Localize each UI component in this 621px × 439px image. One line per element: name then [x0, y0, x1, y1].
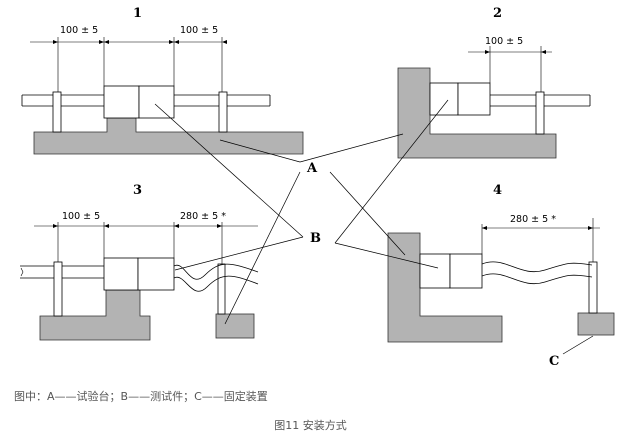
panel-1-number: 1 [133, 6, 142, 21]
label-b: B [310, 231, 321, 246]
panel-2-dim-right: 100 ± 5 [485, 36, 523, 47]
panel-4-dim-right: 280 ± 5 * [510, 214, 556, 225]
legend-caption: 图中：A——试验台；B——测试件；C——固定装置 [14, 390, 268, 403]
panel-2-number: 2 [493, 6, 502, 21]
panel-3-dim-left: 100 ± 5 [62, 211, 100, 222]
panel-1-dim-left: 100 ± 5 [60, 25, 98, 36]
panel-4: 4 280 ± 5 * [387, 183, 615, 343]
installation-diagram: 1 100 ± 5 100 ± 5 2 100 ± 5 [20, 6, 615, 369]
panel-3-dim-right: 280 ± 5 * [180, 211, 226, 222]
panel-3: 3 100 ± 5 280 ± 5 * [20, 183, 259, 341]
figure-caption: 图11 安装方式 [274, 419, 347, 432]
panel-1-dim-right: 100 ± 5 [180, 25, 218, 36]
panel-4-number: 4 [493, 183, 502, 198]
panel-2: 2 100 ± 5 [397, 6, 591, 159]
panel-3-number: 3 [133, 183, 142, 198]
panel-1: 1 100 ± 5 100 ± 5 [21, 6, 304, 155]
label-a: A [306, 161, 318, 176]
leader-lines [154, 99, 594, 355]
label-c: C [549, 354, 559, 369]
